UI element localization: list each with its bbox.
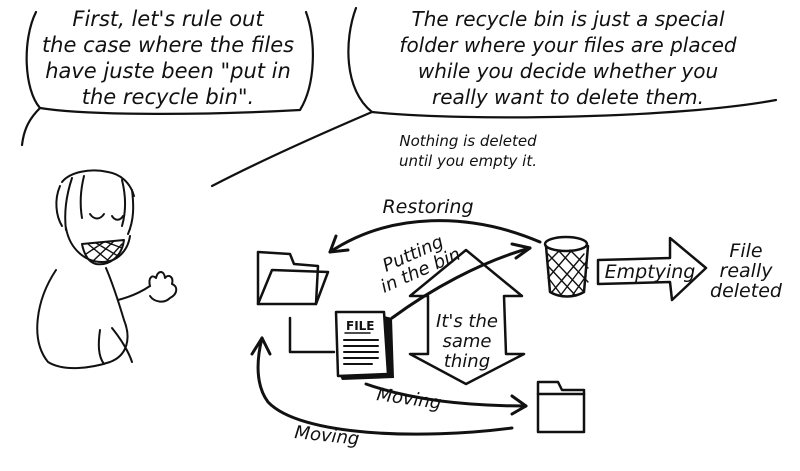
bubble-right-line-2: folder where your files are placed	[399, 33, 736, 57]
bubble-left-line-1: First, let's rule out	[72, 7, 264, 31]
bubble-right-line-3: while you decide whether you	[418, 59, 718, 83]
folder-icon	[256, 250, 330, 306]
folder-file-link	[288, 316, 336, 354]
bubble-right-line-4: really want to delete them.	[432, 85, 704, 109]
folder-icon-right	[536, 380, 586, 434]
bubble-right-line-1: The recycle bin is just a special	[412, 7, 725, 31]
result-line-2: really	[720, 260, 774, 282]
bubble-left-line-2: the case where the files	[42, 33, 294, 57]
moving-arrow-lower: Moving	[250, 336, 514, 450]
label-moving-upper: Moving	[375, 384, 442, 414]
speech-bubble-left: First, let's rule out the case where the…	[20, 7, 314, 147]
note-line-2: until you empty it.	[399, 152, 537, 170]
result-line-3: deleted	[710, 280, 783, 302]
label-restoring: Restoring	[382, 196, 473, 218]
note: Nothing is deleted until you empty it.	[399, 132, 537, 170]
same-thing-double-arrow: It's the same thing	[408, 248, 526, 386]
cartoon-person	[36, 169, 178, 370]
bubble-left-line-3: have juste been "put in	[45, 59, 291, 83]
bubble-left-line-4: the recycle bin".	[82, 85, 254, 109]
putting-in-bin-arrow: Putting in the bin	[377, 231, 532, 320]
moving-arrow-upper: Moving	[364, 382, 528, 416]
emptying-arrow: Emptying	[596, 236, 708, 302]
document-icon: FILE	[334, 310, 394, 380]
file-tag: FILE	[346, 319, 375, 333]
label-moving-lower: Moving	[293, 422, 360, 450]
same-line-2: same	[442, 331, 491, 352]
wastebasket-icon	[543, 235, 590, 298]
result-line-1: File	[729, 240, 762, 262]
speech-bubble-right: The recycle bin is just a special folder…	[210, 6, 778, 188]
label-emptying: Emptying	[605, 261, 696, 283]
same-line-1: It's the	[436, 311, 498, 332]
same-line-3: thing	[444, 351, 490, 372]
restoring-arrow: Restoring	[328, 196, 542, 254]
note-line-1: Nothing is deleted	[399, 132, 537, 150]
result-text: File really deleted	[710, 240, 783, 302]
